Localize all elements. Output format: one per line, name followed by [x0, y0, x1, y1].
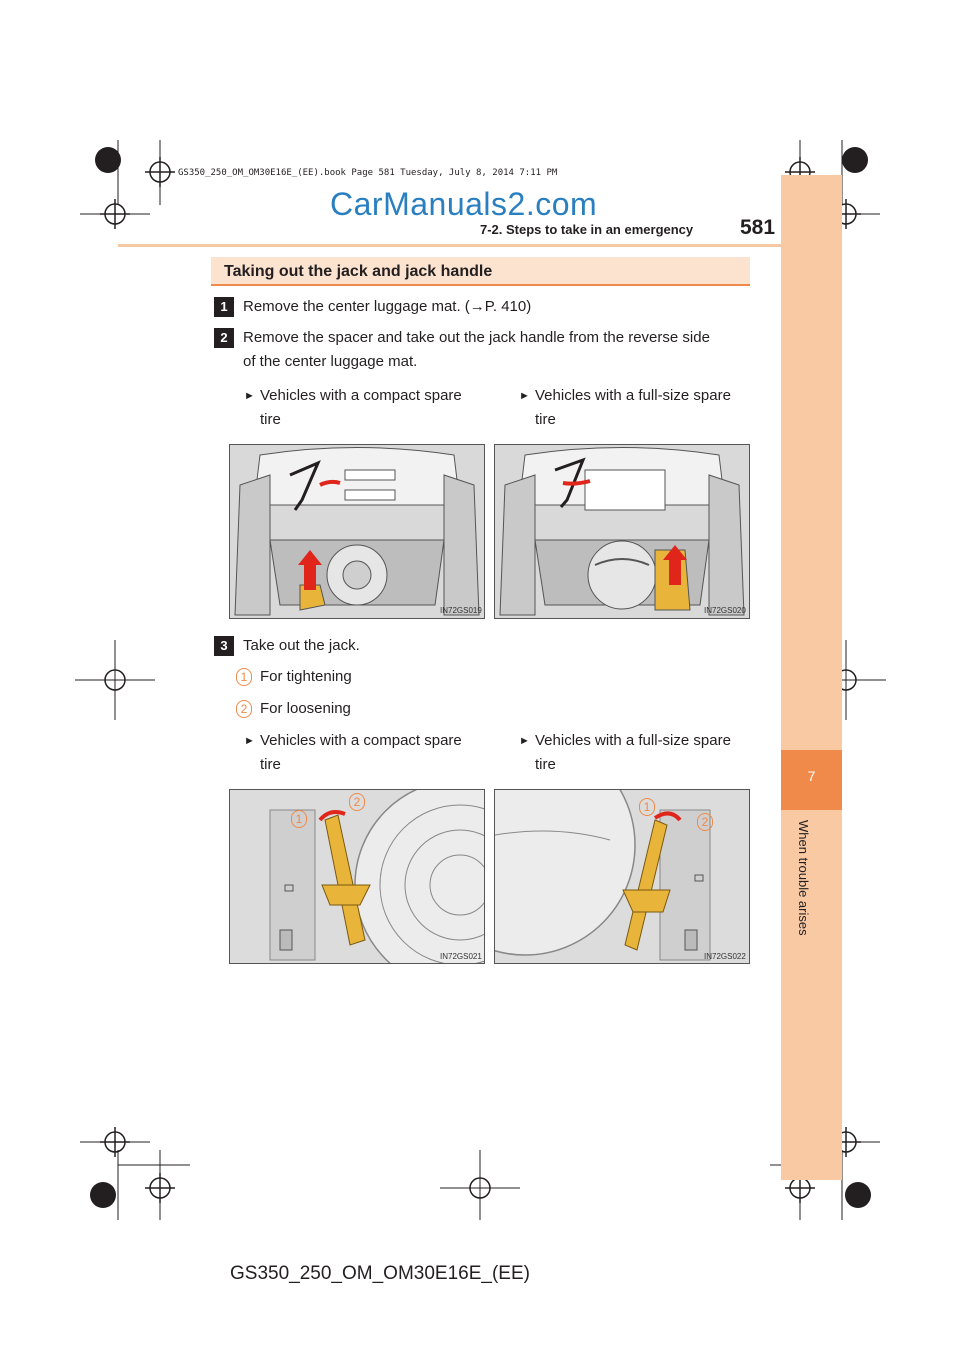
step-badge: 2 — [214, 328, 234, 348]
step-badge: 1 — [214, 297, 234, 317]
sub-item-text: For tightening — [260, 668, 352, 685]
illustration-code: IN72GS021 — [440, 952, 482, 961]
section-heading-box — [211, 257, 750, 286]
illustration-code: IN72GS019 — [440, 606, 482, 615]
illustration-code: IN72GS020 — [704, 606, 746, 615]
chapter-title: When trouble arises — [796, 820, 811, 936]
variant-label: Vehicles with a compact spare — [260, 387, 462, 404]
chapter-side-strip — [781, 175, 842, 1180]
sub-item-text: For loosening — [260, 700, 351, 717]
bullet-arrow-icon: ► — [519, 735, 530, 747]
bullet-arrow-icon: ► — [244, 390, 255, 402]
callout-badge: 1 — [639, 798, 655, 816]
step-text: Remove the center luggage mat. (→P. 410) — [243, 298, 532, 315]
variant-label: tire — [260, 411, 281, 428]
callout-badge: 2 — [697, 813, 713, 831]
variant-label: tire — [535, 411, 556, 428]
illustration-code: IN72GS022 — [704, 952, 746, 961]
header-rule — [118, 244, 781, 247]
chapter-tab — [781, 750, 842, 810]
callout-badge: 2 — [349, 793, 365, 811]
variant-label: tire — [260, 756, 281, 773]
callout-badge: 1 — [291, 810, 307, 828]
illustration-fullsize-jack — [494, 789, 750, 964]
illustration-compact-trunk — [229, 444, 485, 619]
section-heading: Taking out the jack and jack handle — [224, 263, 493, 280]
page-number: 581 — [740, 216, 776, 239]
document-code-footer: GS350_250_OM_OM30E16E_(EE) — [230, 1263, 530, 1284]
step-text: Take out the jack. — [243, 637, 360, 654]
illustration-fullsize-trunk — [494, 444, 750, 619]
sub-item-badge: 1 — [236, 668, 252, 686]
variant-label: Vehicles with a full-size spare — [535, 732, 731, 749]
step-badge: 3 — [214, 636, 234, 656]
site-watermark: CarManuals2.com — [330, 186, 598, 222]
bullet-arrow-icon: ► — [519, 390, 530, 402]
section-name: 7-2. Steps to take in an emergency — [480, 222, 694, 237]
step-text: of the center luggage mat. — [243, 353, 418, 370]
step-text: Remove the spacer and take out the jack … — [243, 329, 710, 346]
illustration-compact-jack — [229, 789, 485, 964]
variant-label: tire — [535, 756, 556, 773]
bullet-arrow-icon: ► — [244, 735, 255, 747]
variant-label: Vehicles with a full-size spare — [535, 387, 731, 404]
chapter-number: 7 — [807, 768, 816, 784]
variant-label: Vehicles with a compact spare — [260, 732, 462, 749]
book-file-line: GS350_250_OM_OM30E16E_(EE).book Page 581… — [178, 168, 558, 178]
sub-item-badge: 2 — [236, 700, 252, 718]
